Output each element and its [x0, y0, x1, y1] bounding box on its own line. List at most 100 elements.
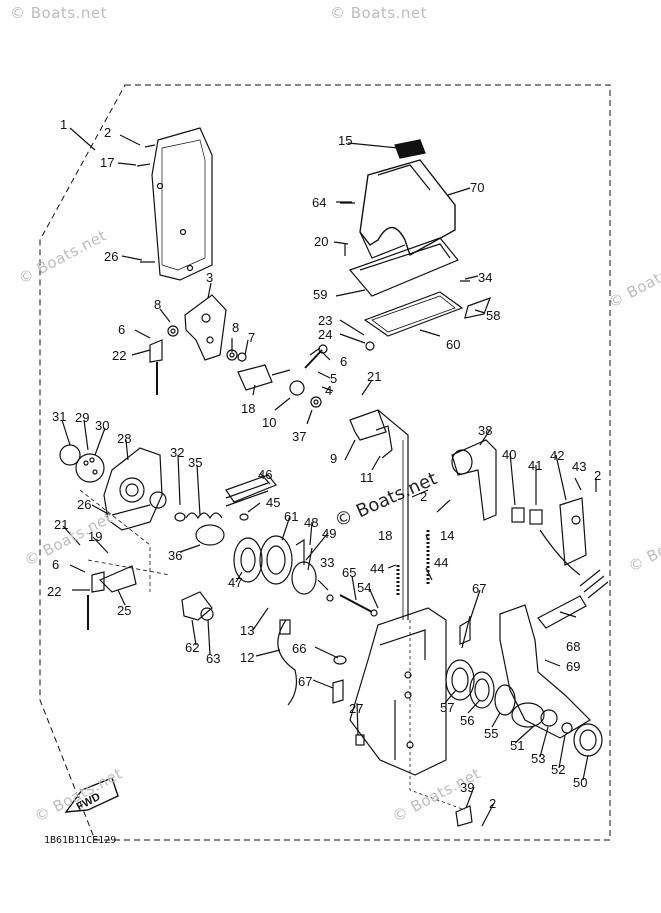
switch-18	[237, 364, 273, 391]
callout-label: 2	[594, 468, 602, 483]
spring-35	[185, 512, 223, 520]
callout-label: 63	[206, 651, 221, 666]
callout-label: 15	[338, 133, 353, 148]
callout-label: 23	[318, 313, 333, 328]
mounting-plate	[151, 127, 213, 281]
callout-label: 18	[378, 528, 393, 543]
ring-61	[259, 535, 293, 585]
housing-28	[103, 447, 163, 531]
callout-label: 24	[318, 327, 333, 342]
callout-label: 18	[241, 401, 256, 416]
unit-42	[559, 497, 587, 566]
callout-label: 43	[572, 459, 587, 474]
callout-label: 20	[314, 234, 329, 249]
ring-57	[445, 659, 475, 701]
bracket-3	[184, 294, 227, 361]
callout-label: 57	[440, 700, 455, 715]
callout-label: 40	[502, 447, 517, 462]
label-plate-15	[394, 139, 426, 159]
callout-label: 66	[292, 641, 307, 656]
callout-label: 3	[206, 270, 214, 285]
callout-label: 21	[54, 517, 69, 532]
callout-label: 2	[489, 796, 497, 811]
housing-69	[349, 607, 447, 776]
bracket-59	[348, 237, 459, 297]
gasket-60	[363, 291, 464, 337]
callout-label: 29	[75, 410, 90, 425]
callout-label: 45	[266, 495, 281, 510]
callout-label: 8	[154, 297, 162, 312]
callout-label: 6	[118, 322, 126, 337]
gear-47	[233, 537, 263, 583]
callout-label: 55	[484, 726, 499, 741]
callout-label: 28	[117, 431, 132, 446]
cover-70	[359, 159, 456, 257]
callout-label: 33	[320, 555, 335, 570]
clip-39	[455, 805, 473, 827]
callout-label: 10	[262, 415, 277, 430]
callout-label: 67	[472, 581, 487, 596]
callout-label: 2	[104, 125, 112, 140]
callout-label: 42	[550, 448, 565, 463]
assembly-boundary	[39, 84, 611, 841]
callout-label: 49	[322, 526, 337, 541]
callout-label: 26	[104, 249, 119, 264]
callout-label: 35	[188, 455, 203, 470]
callout-label: 30	[95, 418, 110, 433]
callout-label: 65	[342, 565, 357, 580]
callout-label: 56	[460, 713, 475, 728]
callout-label: 70	[470, 180, 485, 195]
callout-label: 39	[460, 780, 475, 795]
callout-label: 36	[168, 548, 183, 563]
callout-label: 31	[52, 409, 67, 424]
callout-label: 21	[367, 369, 382, 384]
callout-label: 60	[446, 337, 461, 352]
case-38	[451, 439, 497, 521]
callout-label: 48	[304, 515, 319, 530]
rod	[377, 409, 409, 620]
callout-label: 5	[330, 371, 338, 386]
callout-label: 52	[551, 762, 566, 777]
callout-label: 9	[330, 451, 338, 466]
callout-label: 54	[357, 580, 372, 595]
callout-label: 44	[370, 561, 385, 576]
callout-label: 27	[349, 701, 364, 716]
callout-label: 64	[312, 195, 327, 210]
callout-label: 6	[340, 354, 348, 369]
callout-label: 19	[88, 529, 103, 544]
ring-56	[469, 671, 495, 709]
callout-label: 8	[232, 320, 240, 335]
fwd-arrow	[64, 777, 119, 813]
wire-12	[277, 619, 298, 706]
callout-label: 11	[360, 470, 374, 485]
callout-label: 32	[170, 445, 185, 460]
cam-62	[181, 591, 213, 621]
callout-label: 50	[573, 775, 588, 790]
callout-label: 37	[292, 429, 307, 444]
callout-label: 26	[77, 497, 92, 512]
callout-label: 59	[313, 287, 328, 302]
callout-label: 62	[185, 640, 200, 655]
knob-50	[573, 723, 603, 757]
callout-label: 58	[486, 308, 501, 323]
watermark-1: © Boats.net	[10, 4, 108, 22]
callout-label: 1	[60, 117, 68, 132]
callout-label: 41	[528, 458, 543, 473]
callout-label: 69	[566, 659, 581, 674]
callout-label: 7	[248, 330, 256, 345]
callout-label: 34	[478, 270, 493, 285]
harness-68	[537, 595, 587, 629]
lever-9	[349, 409, 387, 441]
callout-label: 13	[240, 623, 255, 638]
callout-label: 22	[112, 348, 127, 363]
callout-label: 47	[228, 575, 243, 590]
callout-label: 14	[440, 528, 455, 543]
callout-label: 38	[478, 423, 493, 438]
part-code: 1B61B11CE129	[44, 835, 117, 846]
callout-label: 2	[420, 489, 428, 504]
plate-58	[464, 296, 492, 319]
disc-30	[75, 453, 105, 483]
callout-label: 53	[531, 751, 546, 766]
callout-label: 67	[298, 674, 313, 689]
